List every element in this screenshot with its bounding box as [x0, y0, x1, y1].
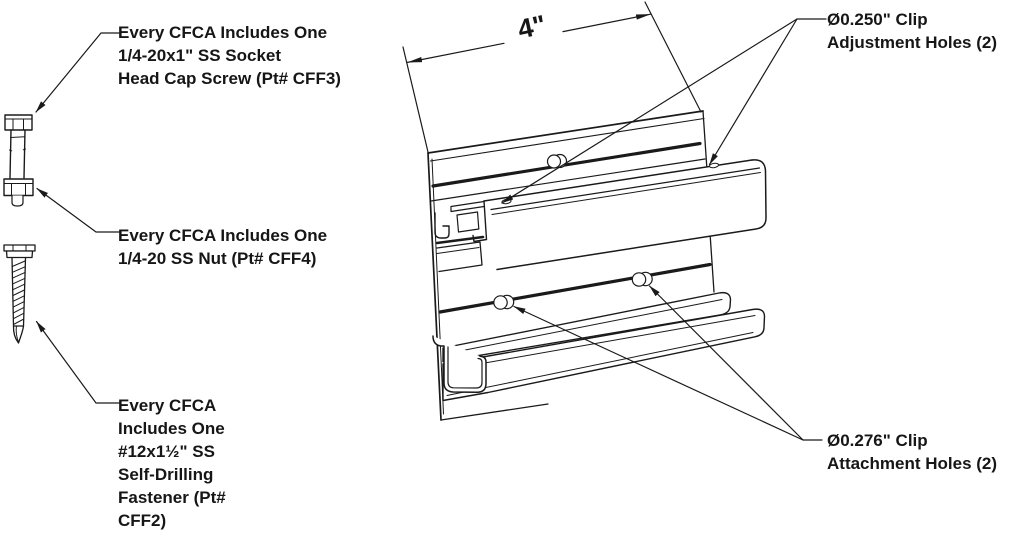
middle-slot	[438, 262, 712, 314]
fastener-drill-point	[12, 325, 25, 344]
leader-lines	[35, 18, 827, 441]
attachment-hole-right	[631, 271, 653, 287]
panel-left-edge	[427, 152, 442, 421]
fastener-threads	[11, 260, 26, 325]
clip-bar-top-front-edge	[490, 167, 761, 211]
dim-line-left	[406, 42, 505, 63]
shadow-line	[435, 235, 485, 245]
fastener-shaft	[11, 257, 27, 327]
top-slot	[431, 141, 702, 188]
cap-screw-drawing	[3, 114, 34, 207]
fastener-head-hex	[5, 250, 34, 259]
leader-cap-screw	[35, 32, 120, 113]
j-channel-inner	[447, 346, 483, 389]
leader-attachment-right	[648, 285, 804, 441]
dimension-4in	[402, 1, 702, 153]
callout-cap-screw: Every CFCA Includes One 1/4-20x1" SS Soc…	[118, 23, 341, 88]
panel-step	[436, 241, 483, 273]
callout-adjustment-holes: Ø0.250" Clip Adjustment Holes (2)	[827, 10, 998, 52]
screw-tip-stub	[11, 194, 24, 207]
screw-shaft	[9, 129, 26, 179]
screw-head	[4, 114, 33, 131]
back-panel	[427, 110, 715, 421]
attachment-hole-left	[493, 294, 515, 310]
panel-hook-upper	[434, 212, 450, 239]
dimension-label: 4"	[515, 9, 549, 45]
dim-line-right	[562, 13, 652, 33]
rail-strip-lower	[442, 308, 766, 402]
bottom-rail	[442, 291, 766, 402]
panel-hook-behind-bar	[456, 211, 480, 233]
extension-line-left	[402, 46, 429, 153]
top-slot-hole	[546, 153, 568, 169]
callout-self-drilling-fastener: Every CFCA Includes One #12x1½" SS Self-…	[118, 396, 226, 530]
clip-bar-outline	[496, 159, 767, 271]
panel-right-edge-lower	[709, 232, 715, 293]
j-channel-hook	[432, 335, 487, 394]
clip-bar-top-back-edge	[483, 159, 753, 202]
fastener-head-flange	[3, 244, 36, 252]
nut-drawing	[3, 178, 34, 207]
leader-fastener	[35, 320, 120, 404]
clip-bar-left-end	[450, 200, 488, 243]
j-channel-outer	[432, 335, 487, 394]
clip-bar-fill	[484, 159, 766, 270]
extension-line-right	[644, 1, 702, 113]
leader-adjustment-right	[708, 18, 798, 166]
panel-right-edge-upper	[702, 110, 708, 171]
panel-bottom-edge	[440, 403, 549, 421]
callout-attachment-holes: Ø0.276" Clip Attachment Holes (2)	[827, 431, 998, 473]
callout-nut: Every CFCA Includes One 1/4-20 SS Nut (P…	[118, 226, 328, 268]
self-drilling-fastener-drawing	[3, 244, 36, 344]
leader-nut	[36, 187, 120, 233]
nut-body	[3, 178, 34, 197]
clip-bar	[450, 159, 767, 271]
